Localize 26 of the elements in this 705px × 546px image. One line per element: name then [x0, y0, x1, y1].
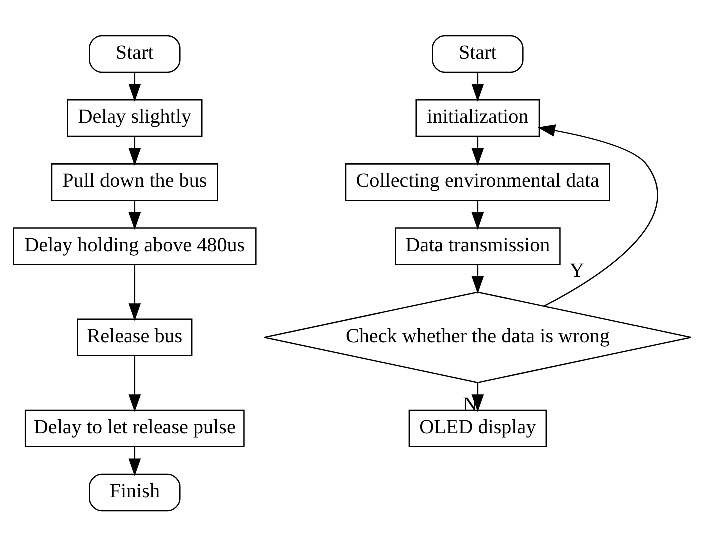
node-box: Start [432, 34, 524, 73]
arrow [128, 355, 142, 412]
node-box: Release bus [77, 318, 193, 356]
node-box: Start [89, 34, 181, 73]
arrow [472, 264, 484, 294]
node-box: Delay slightly [67, 98, 203, 137]
node-box: Pull down the bus [51, 163, 218, 201]
node-box: Delay to let release pulse [24, 409, 245, 448]
node-diamond: Check whether the data is wrong [264, 291, 692, 383]
arrow [128, 446, 142, 476]
node-box: Delay holding above 480us [13, 227, 257, 265]
arrow [128, 72, 142, 102]
arrow [128, 136, 142, 166]
node-box: Data transmission [395, 227, 561, 265]
node-box: OLED display [408, 409, 548, 448]
arrow [472, 382, 484, 412]
arrow [128, 200, 142, 230]
node-box: Finish [89, 473, 181, 512]
arrow [472, 200, 484, 230]
arrow [472, 136, 484, 166]
node-box: initialization [416, 98, 540, 137]
node-box: Collecting environmental data [345, 163, 610, 201]
arrow [128, 264, 142, 321]
edge-label: Y [570, 259, 584, 282]
arrow [472, 72, 484, 102]
arrow [538, 124, 658, 306]
